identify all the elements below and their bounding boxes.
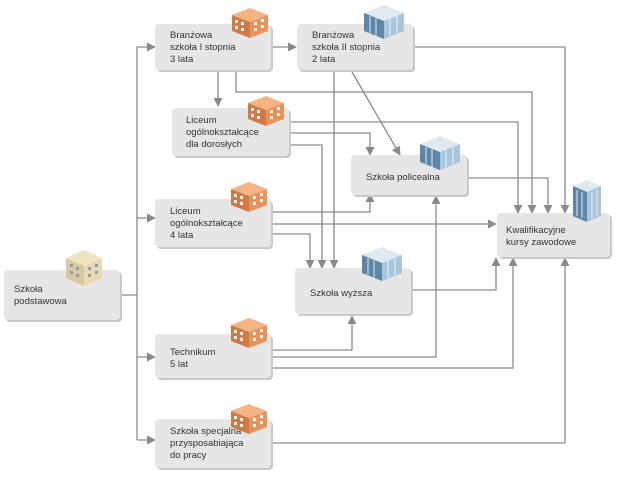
node-branzowa-2: Branżowa szkoła II stopnia 2 lata xyxy=(297,5,415,72)
building-apartment-icon xyxy=(66,250,102,286)
node-label: Liceum ogólnokształcące 4 lata xyxy=(170,206,246,241)
arrow-policealna-to-kkz xyxy=(469,177,553,214)
node-technikum: Technikum 5 lat xyxy=(155,318,273,380)
building-glass-icon xyxy=(420,136,460,170)
arrow-technikum-to-wyzsza xyxy=(272,315,357,351)
node-szkola-podstawowa: Szkoła podstawowa xyxy=(4,250,122,322)
arrow-podstawowa-to-branzowa1 xyxy=(136,42,156,440)
arrow-branzowa2-to-kkz xyxy=(415,46,570,214)
building-brick-icon xyxy=(231,404,267,434)
arrow-lodorosli-to-kkz xyxy=(291,121,523,214)
building-glass-icon xyxy=(364,5,404,39)
building-tower-icon xyxy=(573,180,601,222)
building-brick-icon xyxy=(231,318,267,348)
connectors xyxy=(119,42,570,445)
node-liceum-4-lata: Liceum ogólnokształcące 4 lata xyxy=(155,182,273,249)
node-szkola-wyzsza: Szkoła wyższa xyxy=(295,247,413,316)
node-liceum-dla-doroslych: Liceum ogólnokształcące dla dorosłych xyxy=(172,96,291,158)
building-glass-icon xyxy=(362,247,402,281)
arrow-lo4-to-wyzsza xyxy=(272,233,315,269)
arrow-specjalna-to-kkz xyxy=(272,257,570,444)
arrow-lodorosli-to-wyzsza xyxy=(291,144,327,269)
node-label: Szkoła podstawowa xyxy=(14,284,68,307)
building-brick-icon xyxy=(248,96,284,126)
arrow-lodorosli-to-policealna xyxy=(291,132,375,156)
arrow-technikum-to-policealna xyxy=(272,195,441,358)
building-brick-icon xyxy=(232,8,268,38)
arrow-branzowa2-to-policealna xyxy=(351,71,401,156)
arrow-lo4-to-policealna xyxy=(272,193,375,213)
node-kwalifikacyjne-kursy: Kwalifikacyjne kursy zawodowe xyxy=(497,180,612,259)
node-label: Liceum ogólnokształcące dla dorosłych xyxy=(186,115,262,150)
node-label: Szkoła specjalna przysposabiająca do pra… xyxy=(170,426,246,461)
node-label: Szkoła policealna xyxy=(366,172,441,183)
node-szkola-policealna: Szkoła policealna xyxy=(351,136,469,197)
node-szkola-specjalna: Szkoła specjalna przysposabiająca do pra… xyxy=(155,404,273,470)
arrow-wyzsza-to-kkz xyxy=(413,257,501,291)
building-brick-icon xyxy=(231,182,267,212)
arrow-branzowa1-to-kkz xyxy=(235,72,537,214)
node-label: Szkoła wyższa xyxy=(310,288,373,299)
arrow-technikum-to-kkz xyxy=(272,257,518,369)
node-label: Branżowa szkoła II stopnia 2 lata xyxy=(312,30,383,65)
node-label: Branżowa szkoła I stopnia 3 lata xyxy=(170,30,238,65)
node-label: Kwalifikacyjne kursy zawodowe xyxy=(506,225,576,248)
node-label: Technikum 5 lat xyxy=(170,347,218,370)
node-branzowa-1: Branżowa szkoła I stopnia 3 lata xyxy=(155,8,273,72)
